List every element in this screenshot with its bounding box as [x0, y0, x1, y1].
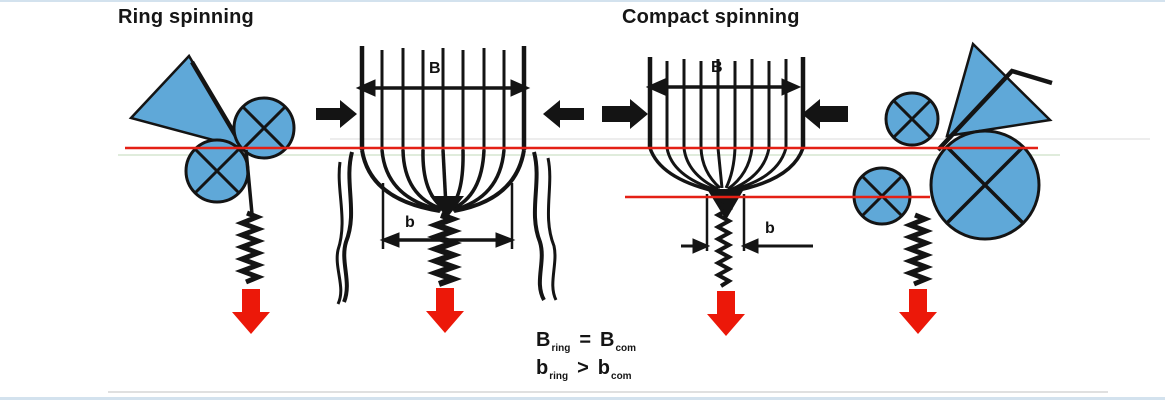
ring-roller-assembly — [128, 53, 296, 285]
eq1-operator: = — [579, 329, 592, 351]
compact-inward-arrow-right-icon — [802, 99, 848, 129]
eq2-rhs: b — [597, 357, 611, 379]
compact-fiber-band — [647, 57, 806, 148]
eq2-lhs: b — [536, 357, 549, 379]
eq2-operator: > — [577, 357, 589, 379]
ring-band-yarn-twist — [426, 212, 463, 287]
compact-bottom-width-label: b — [765, 220, 775, 237]
compact-width-dimension-bottom — [681, 194, 813, 254]
compact-inward-arrow-left-icon — [602, 99, 648, 129]
compact-width-dimension-top — [645, 78, 802, 96]
ring-delivery-arrow-icon — [232, 289, 270, 334]
eq2-rhs-subscript: com — [611, 371, 632, 382]
eq1-rhs: B — [600, 329, 615, 351]
ring-bottom-width-label: b — [405, 214, 415, 231]
ring-fiber-band — [359, 46, 527, 150]
compact-top-width-label: B — [711, 59, 723, 76]
edge-tint-bottom — [0, 397, 1165, 400]
ring-width-dimension-top — [355, 79, 531, 97]
ring-stray-fibers — [335, 151, 558, 305]
compact-delivery-arrow-icon — [707, 291, 745, 336]
compact-fiber-strand — [936, 68, 1053, 152]
ring-inward-arrow-left-icon — [316, 100, 357, 128]
compact-assembly-yarn-twist — [902, 212, 934, 287]
ring-spinning-triangle-fibers — [360, 149, 526, 218]
eq1-lhs: B — [536, 329, 551, 351]
ring-band-delivery-arrow-icon — [426, 288, 464, 333]
ring-top-width-label: B — [429, 60, 441, 77]
compact-assembly-delivery-arrow-icon — [899, 289, 937, 334]
compact-spinning-title: Compact spinning — [622, 6, 800, 28]
ring-spinning-title: Ring spinning — [118, 6, 254, 28]
compact-front-roller-icon — [929, 129, 1041, 241]
ring-yarn-twist — [234, 210, 266, 285]
eq1-rhs-subscript: com — [615, 343, 637, 354]
edge-tint-top — [0, 0, 1165, 2]
ring-drafting-triangle-icon — [128, 53, 246, 150]
ring-top-roller-icon — [232, 96, 296, 160]
ring-yarn-lead — [244, 149, 254, 215]
compact-yarn-twist — [713, 202, 734, 288]
compact-roller-assembly — [852, 41, 1053, 287]
ring-inward-arrow-right-icon — [543, 100, 584, 128]
eq2-lhs-subscript: ring — [549, 371, 569, 382]
eq1-lhs-subscript: ring — [551, 343, 571, 354]
ring-bottom-roller-icon — [184, 138, 250, 204]
compact-top-roller-icon — [884, 91, 940, 147]
